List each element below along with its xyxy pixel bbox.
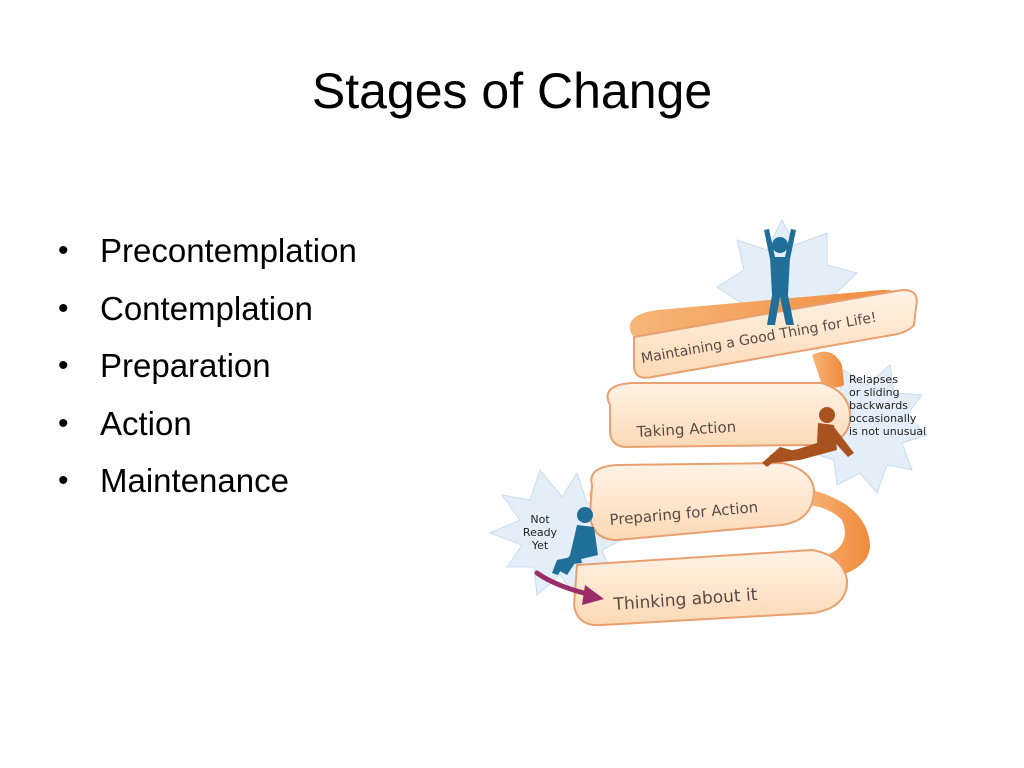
bullet-maintenance: Maintenance — [58, 452, 357, 510]
person-icon — [762, 407, 854, 467]
not-ready-line1: Not — [530, 513, 550, 526]
relapse-line2: or sliding — [849, 386, 900, 399]
ribbon-taking-action — [606, 382, 852, 449]
not-ready-line3: Yet — [531, 539, 549, 552]
ribbon-thinking — [572, 548, 849, 627]
slide-title: Stages of Change — [311, 63, 713, 119]
bullet-contemplation: Contemplation — [58, 280, 357, 338]
ribbon-preparing — [588, 461, 816, 542]
relapse-line3: backwards — [849, 399, 908, 412]
ribbon-back-2 — [812, 351, 844, 388]
bullet-action: Action — [58, 395, 357, 453]
ribbon-label-taking: Taking Action — [635, 418, 736, 441]
relapse-line1: Relapses — [849, 373, 898, 386]
person-icon — [764, 229, 796, 325]
bullet-preparation: Preparation — [58, 337, 357, 395]
spiral-diagram: Maintaining a Good Thing for Life! Takin… — [482, 215, 942, 635]
stages-list: Precontemplation Contemplation Preparati… — [58, 222, 357, 510]
relapse-line4: occasionally — [849, 412, 917, 425]
bullet-precontemplation: Precontemplation — [58, 222, 357, 280]
ribbon-maintaining — [633, 288, 918, 379]
ribbon-back-5 — [802, 490, 870, 575]
relapse-line5: is not unusual — [849, 425, 926, 438]
person-icon — [552, 507, 598, 575]
not-ready-line2: Ready — [523, 526, 558, 539]
spiral-diagram-svg: Maintaining a Good Thing for Life! Takin… — [488, 218, 928, 627]
curved-arrow-head — [582, 585, 604, 605]
